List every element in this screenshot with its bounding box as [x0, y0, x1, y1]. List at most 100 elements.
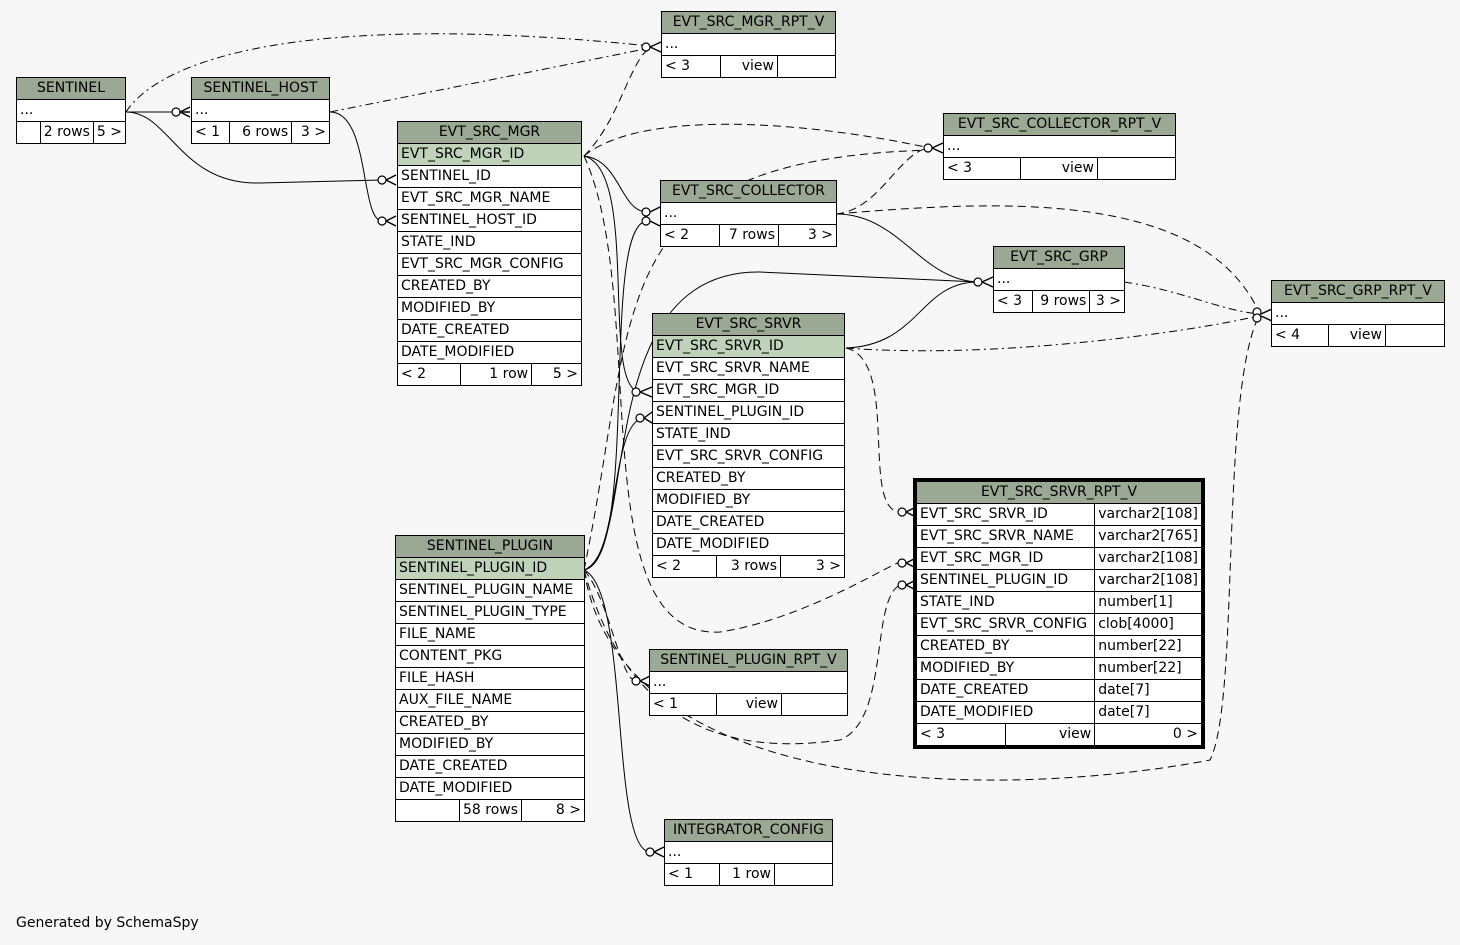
column-row: SENTINEL_ID — [397, 165, 582, 188]
row-count: 7 rows — [719, 224, 779, 247]
column-row: ... — [661, 33, 836, 56]
parent-count: < 2 — [652, 555, 717, 578]
column-row: ... — [660, 202, 837, 225]
table-title[interactable]: EVT_SRC_SRVR — [652, 313, 845, 336]
edge-grp-grp-rpt-v — [1123, 281, 1259, 315]
primary-key-column: EVT_SRC_MGR_ID — [397, 143, 582, 166]
edge-srvr-grp — [845, 281, 979, 349]
column-row: ... — [191, 99, 330, 122]
table-title[interactable]: EVT_SRC_GRP — [993, 246, 1125, 269]
column-row: ... — [993, 268, 1125, 291]
child-count: 5 > — [92, 121, 127, 144]
column-name: STATE_IND — [914, 591, 1096, 614]
column-row: EVT_SRC_SRVR_CONFIG — [652, 445, 845, 468]
column-type: varchar2[765] — [1094, 525, 1204, 548]
column-row: SENTINEL_HOST_ID — [397, 209, 582, 232]
child-count — [781, 693, 848, 716]
table-title[interactable]: EVT_SRC_GRP_RPT_V — [1271, 280, 1445, 303]
column-row: ... — [649, 671, 848, 694]
table-title[interactable]: EVT_SRC_COLLECTOR_RPT_V — [943, 113, 1176, 136]
column-row: AUX_FILE_NAME — [395, 689, 585, 712]
edge-srvr-grp-rpt-v — [845, 315, 1259, 352]
column-name: EVT_SRC_SRVR_NAME — [914, 525, 1096, 548]
column-row: FILE_HASH — [395, 667, 585, 690]
table-title[interactable]: SENTINEL_PLUGIN_RPT_V — [649, 649, 848, 672]
table-title[interactable]: EVT_SRC_COLLECTOR — [660, 180, 837, 203]
child-count: 3 > — [1089, 290, 1125, 313]
column-row: DATE_MODIFIED — [652, 533, 845, 556]
child-count: 0 > — [1094, 723, 1204, 748]
child-count: 5 > — [531, 363, 582, 386]
column-row: MODIFIED_BY — [397, 297, 582, 320]
row-count: view — [1020, 157, 1098, 180]
column-row: CONTENT_PKG — [395, 645, 585, 668]
child-count: 3 > — [778, 224, 837, 247]
column-type: varchar2[108] — [1094, 569, 1204, 592]
parent-count: < 3 — [943, 157, 1021, 180]
column-row: CREATED_BY — [652, 467, 845, 490]
column-row: ... — [16, 99, 126, 122]
table-title[interactable]: EVT_SRC_MGR_RPT_V — [661, 11, 836, 34]
table-evt-src-mgr[interactable]: EVT_SRC_MGR EVT_SRC_MGR_ID SENTINEL_ID E… — [397, 121, 582, 386]
edge-host-mgr-rpt-v — [329, 47, 651, 113]
column-type: date[7] — [1094, 701, 1204, 724]
column-type: number[1] — [1094, 591, 1204, 614]
column-row: EVT_SRC_SRVR_NAME — [652, 357, 845, 380]
table-title[interactable]: SENTINEL_HOST — [191, 77, 330, 100]
edge-plugin-plugin-rpt-v — [583, 569, 637, 682]
edge-mgr-collector-rpt-v — [583, 123, 931, 157]
child-count: 8 > — [521, 799, 585, 822]
parent-count: < 3 — [993, 290, 1033, 313]
row-count: 58 rows — [458, 799, 523, 822]
parent-count: < 1 — [191, 121, 230, 144]
column-name: EVT_SRC_MGR_ID — [914, 547, 1096, 570]
column-row: DATE_MODIFIED — [395, 777, 585, 800]
table-title[interactable]: SENTINEL — [16, 77, 126, 100]
column-row: MODIFIED_BY — [395, 733, 585, 756]
column-row: SENTINEL_PLUGIN_TYPE — [395, 601, 585, 624]
row-count: 1 row — [459, 363, 533, 386]
edge-evt-src-mgr-collector — [583, 155, 647, 213]
column-row: ... — [943, 135, 1176, 158]
edge-collector-collector-rpt-v — [835, 147, 931, 215]
parent-count: < 3 — [661, 55, 721, 78]
parent-count — [16, 121, 41, 144]
table-title[interactable]: SENTINEL_PLUGIN — [395, 535, 585, 558]
column-name: SENTINEL_PLUGIN_ID — [914, 569, 1096, 592]
column-name: EVT_SRC_SRVR_CONFIG — [914, 613, 1096, 636]
column-type: date[7] — [1094, 679, 1204, 702]
column-type: clob[4000] — [1094, 613, 1204, 636]
table-title[interactable]: EVT_SRC_MGR — [397, 121, 582, 144]
edge-collector-grp — [835, 213, 979, 283]
column-row: FILE_NAME — [395, 623, 585, 646]
row-count: 3 rows — [716, 555, 781, 578]
column-type: varchar2[108] — [1094, 547, 1204, 570]
column-row: MODIFIED_BY — [652, 489, 845, 512]
parent-count — [395, 799, 460, 822]
table-evt-src-srvr[interactable]: EVT_SRC_SRVR EVT_SRC_SRVR_ID EVT_SRC_SRV… — [652, 313, 845, 578]
edge-plugin-srvr — [583, 417, 645, 571]
row-count: view — [716, 693, 782, 716]
table-sentinel-plugin[interactable]: SENTINEL_PLUGIN SENTINEL_PLUGIN_ID SENTI… — [395, 535, 585, 822]
table-title[interactable]: EVT_SRC_SRVR_RPT_V — [914, 479, 1204, 504]
edge-sentinel-host-evt-src-mgr — [329, 111, 383, 222]
child-count — [777, 55, 836, 78]
column-row: STATE_IND — [397, 231, 582, 254]
parent-count: < 1 — [664, 863, 720, 886]
table-title[interactable]: INTEGRATOR_CONFIG — [664, 819, 833, 842]
row-count: 6 rows — [228, 121, 293, 144]
column-name: DATE_MODIFIED — [914, 701, 1096, 724]
child-count: 3 > — [780, 555, 845, 578]
primary-key-column: EVT_SRC_SRVR_ID — [652, 335, 845, 358]
row-count: view — [720, 55, 778, 78]
